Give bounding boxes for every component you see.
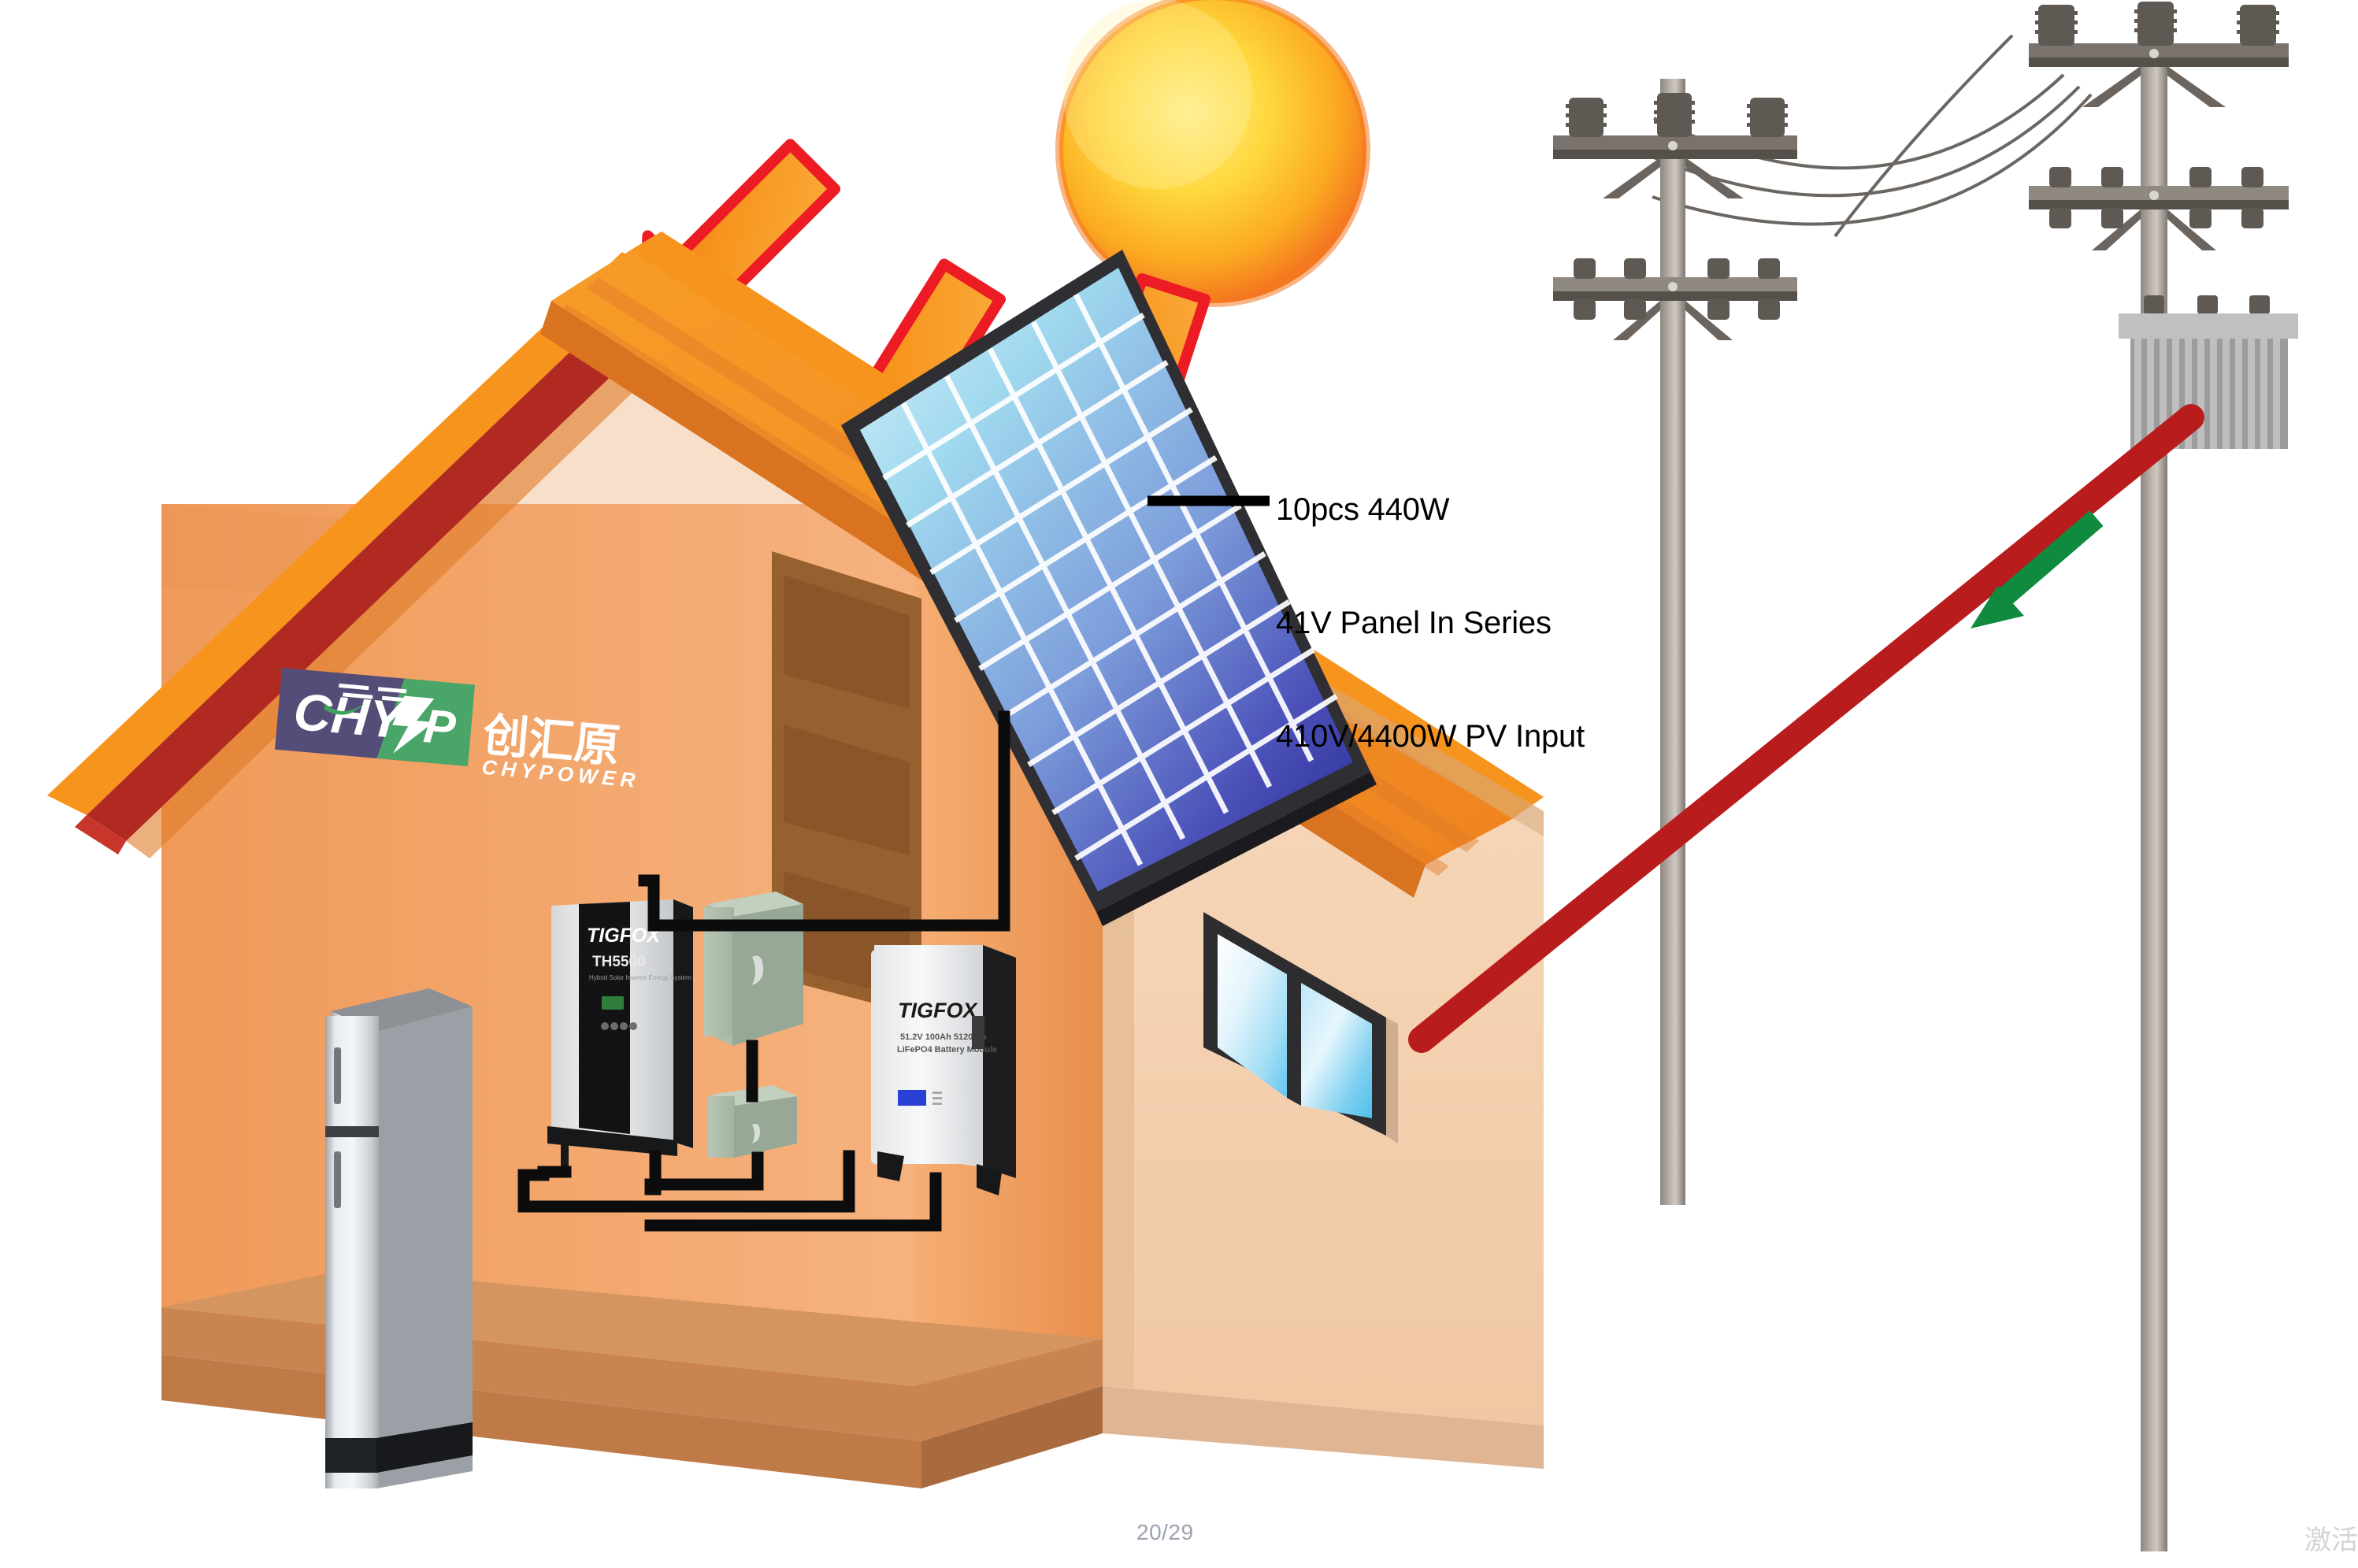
logo-mark-text: CHY bbox=[291, 682, 410, 750]
roof-left-edge-red-light bbox=[75, 815, 126, 854]
cable-battery-down bbox=[644, 1172, 942, 1232]
battery-led-row bbox=[932, 1092, 942, 1105]
pole-right-crossarm-top bbox=[2029, 43, 2289, 107]
utility-pole-left bbox=[1553, 79, 1797, 1205]
sun-graphic bbox=[1055, 0, 1370, 307]
annotation-line-3: 410V/4400W PV Input bbox=[1276, 719, 1585, 754]
annotation-line-1: 10pcs 440W bbox=[1276, 492, 1450, 527]
front-base-band bbox=[1103, 1386, 1544, 1469]
house-base-right bbox=[921, 1386, 1103, 1488]
transformer-fins bbox=[2134, 339, 2280, 449]
window bbox=[1203, 912, 1398, 1144]
inverter-model-label: TH5500 bbox=[592, 954, 646, 970]
battery-brand-label: TIGFOX bbox=[898, 999, 978, 1022]
pole-right-crossarm-mid bbox=[2029, 186, 2289, 250]
grid-service-cable bbox=[1408, 404, 2204, 1053]
fridge-side bbox=[376, 1006, 473, 1488]
wiring-cables bbox=[517, 710, 1010, 1232]
roof-left-slope bbox=[47, 252, 654, 815]
pole-left-mast bbox=[1660, 79, 1685, 1205]
inverter-display bbox=[602, 996, 624, 1010]
battery-display bbox=[898, 1090, 926, 1106]
activation-watermark: 激活 转到" bbox=[2295, 1462, 2358, 1568]
distribution-box-upper bbox=[704, 891, 803, 1046]
battery-device: TIGFOX 51.2V 100Ah 5120Wh LiFePO4 Batter… bbox=[871, 945, 1016, 1195]
pole-right-insulators-top bbox=[2035, 2, 2279, 46]
annotation-line-2: 41V Panel In Series bbox=[1276, 606, 1552, 640]
utility-pole-right bbox=[2029, 2, 2298, 1551]
cable-junction-to-bus bbox=[644, 1151, 764, 1191]
battery-spec-line1: 51.2V 100Ah 5120Wh bbox=[900, 1032, 987, 1042]
pole-left-insulators-mid bbox=[1574, 258, 1780, 320]
pole-left-crossarm-top bbox=[1553, 135, 1797, 198]
inverter-button-row bbox=[601, 1022, 637, 1030]
solar-panel-frame-bottom-shadow bbox=[1096, 772, 1377, 926]
window-mullion bbox=[1287, 974, 1301, 1106]
pole-left-insulators-top bbox=[1566, 93, 1788, 137]
dist-box-side bbox=[732, 904, 803, 1046]
refrigerator bbox=[325, 988, 473, 1488]
pole-left-crossarm-mid bbox=[1553, 277, 1797, 340]
transformer-cap bbox=[2119, 313, 2298, 339]
roof-left-edge-red bbox=[87, 272, 693, 841]
pole-transformer bbox=[2119, 295, 2298, 449]
junc-box-side bbox=[734, 1096, 797, 1158]
page-number: 20/29 bbox=[1136, 1520, 1194, 1544]
window-frame-shadow bbox=[1386, 1018, 1398, 1144]
inverter-mount-bar bbox=[547, 1126, 677, 1156]
junc-box-handle bbox=[752, 1124, 761, 1144]
pv-input-annotation: 10pcs 440W 41V Panel In Series 410V/4400… bbox=[1276, 415, 1585, 831]
dist-box-handle bbox=[752, 955, 764, 985]
fridge-handle-lower bbox=[334, 1151, 341, 1208]
watermark-line-1: 激活 bbox=[2304, 1525, 2358, 1556]
overhead-wires bbox=[1652, 34, 2093, 238]
house-illustration: CHY P 创汇原 CHYPOWER bbox=[47, 232, 1544, 1488]
pole-right-mast bbox=[2141, 24, 2167, 1551]
roof-left-underside bbox=[126, 298, 713, 858]
solar-panel-array bbox=[841, 250, 1377, 926]
window-pane-right bbox=[1301, 983, 1372, 1118]
pole-right-insulators-mid bbox=[2049, 167, 2263, 228]
inverter-panel bbox=[579, 902, 630, 1134]
logo-chinese-name: 创汇原 bbox=[481, 710, 622, 773]
solar-panel-cell-grid bbox=[882, 293, 1338, 866]
inverter-device: TIGFOX TH5500 Hybrid Solar Inverter Ener… bbox=[547, 899, 693, 1180]
cable-bus-horizontal bbox=[517, 1150, 855, 1213]
battery-foot-right bbox=[977, 1164, 1002, 1195]
inverter-subtitle-label: Hybrid Solar Inverter Energy System bbox=[589, 974, 691, 981]
window-pane-left bbox=[1218, 934, 1287, 1098]
power-flow-arrow bbox=[1971, 510, 2104, 628]
battery-side-dark bbox=[983, 945, 1016, 1178]
grid-infrastructure bbox=[1408, 2, 2298, 1551]
cable-pv-to-inverter bbox=[638, 710, 1010, 932]
inverter-side bbox=[673, 899, 693, 1148]
brand-logo: CHY P 创汇原 CHYPOWER bbox=[274, 668, 641, 792]
fridge-handle-upper bbox=[334, 1047, 341, 1104]
battery-foot-left bbox=[877, 1151, 904, 1181]
logo-mark-text-2: P bbox=[421, 699, 458, 754]
